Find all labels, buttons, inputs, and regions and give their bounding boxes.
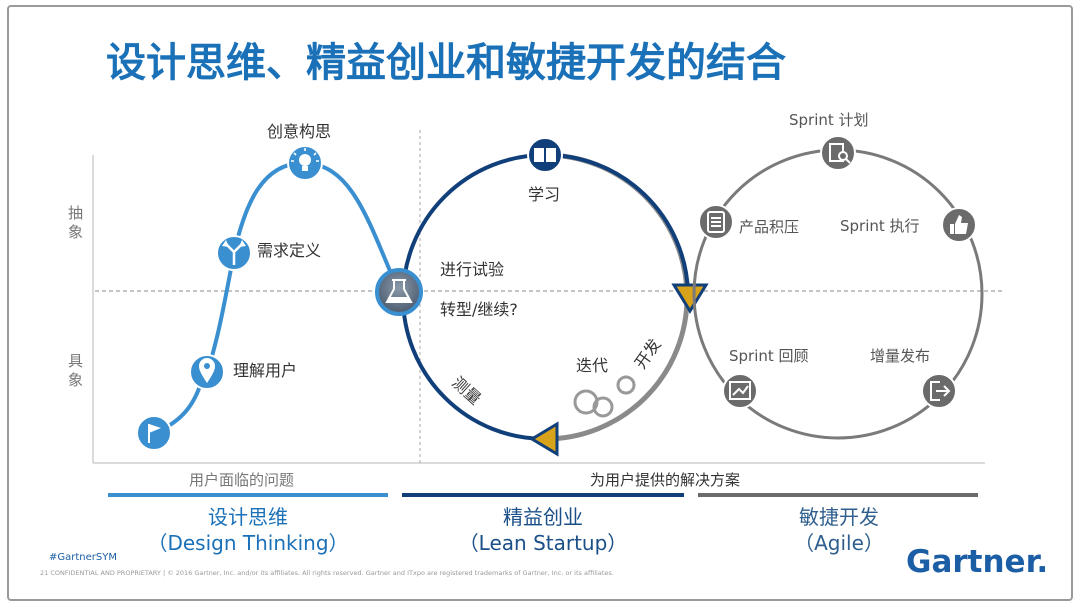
agile-sprint-exec-label: Sprint 执行	[840, 217, 920, 235]
axis-abstract-char-2: 象	[68, 223, 83, 241]
agile-backlog-label: 产品积压	[739, 218, 799, 236]
axis-concrete-char-2: 象	[68, 371, 83, 389]
map-pin-icon	[189, 354, 225, 390]
footer-legal: 21 CONFIDENTIAL AND PROPRIETARY | © 2016…	[40, 569, 614, 577]
agile-release-label: 增量发布	[870, 347, 930, 365]
step-ideate-label: 创意构思	[267, 122, 331, 141]
agile-sprint-plan-label: Sprint 计划	[789, 111, 869, 129]
iteration-loops-icon	[573, 375, 636, 418]
lean-learn-arc	[544, 152, 690, 293]
slide-border	[7, 5, 1073, 601]
document-search-icon	[820, 135, 856, 171]
step-define-label: 需求定义	[257, 241, 321, 260]
flag-icon	[136, 415, 172, 451]
lean-iterate-label: 迭代	[576, 356, 608, 375]
lean-triangle-marker-bottom	[529, 421, 559, 457]
lean-pivot-label: 转型/继续?	[440, 300, 518, 319]
design-thinking-caption: 设计思维	[208, 505, 288, 529]
agile-sprint-review-label: Sprint 回顾	[729, 347, 809, 365]
lightbulb-icon	[287, 145, 323, 181]
agile-caption-en: （Agile）	[794, 531, 884, 555]
axis-concrete-char-1: 具	[68, 352, 83, 370]
lean-triangle-marker-right	[671, 283, 709, 314]
hashtag: #GartnerSYM	[49, 552, 117, 563]
flask-icon	[375, 268, 423, 316]
chart-review-icon	[722, 373, 758, 409]
lean-develop-arc	[544, 152, 690, 442]
lean-learn-label: 学习	[528, 185, 560, 204]
problem-section-label: 用户面临的问题	[189, 471, 294, 489]
design-thinking-caption-en: （Design Thinking）	[147, 531, 348, 555]
lean-experiment-label: 进行试验	[440, 260, 504, 279]
lean-startup-caption: 精益创业	[503, 505, 583, 529]
export-icon	[921, 373, 957, 409]
step-understand-label: 理解用户	[233, 361, 297, 380]
branch-arrows-icon	[216, 235, 252, 271]
list-icon	[698, 204, 734, 240]
agile-caption: 敏捷开发	[799, 505, 879, 529]
thumbs-up-icon	[941, 207, 977, 243]
lean-measure-label: 测量	[448, 373, 485, 409]
slide-title: 设计思维、精益创业和敏捷开发的结合	[106, 40, 786, 86]
lean-startup-caption-en: （Lean Startup）	[459, 531, 628, 555]
design-thinking-curve	[152, 160, 400, 435]
solution-section-label: 为用户提供的解决方案	[590, 471, 740, 489]
lean-develop-label: 开发	[631, 335, 665, 372]
gartner-logo: Gartner.	[906, 544, 1048, 580]
axis-abstract-char-1: 抽	[68, 204, 83, 222]
book-icon	[527, 137, 563, 173]
